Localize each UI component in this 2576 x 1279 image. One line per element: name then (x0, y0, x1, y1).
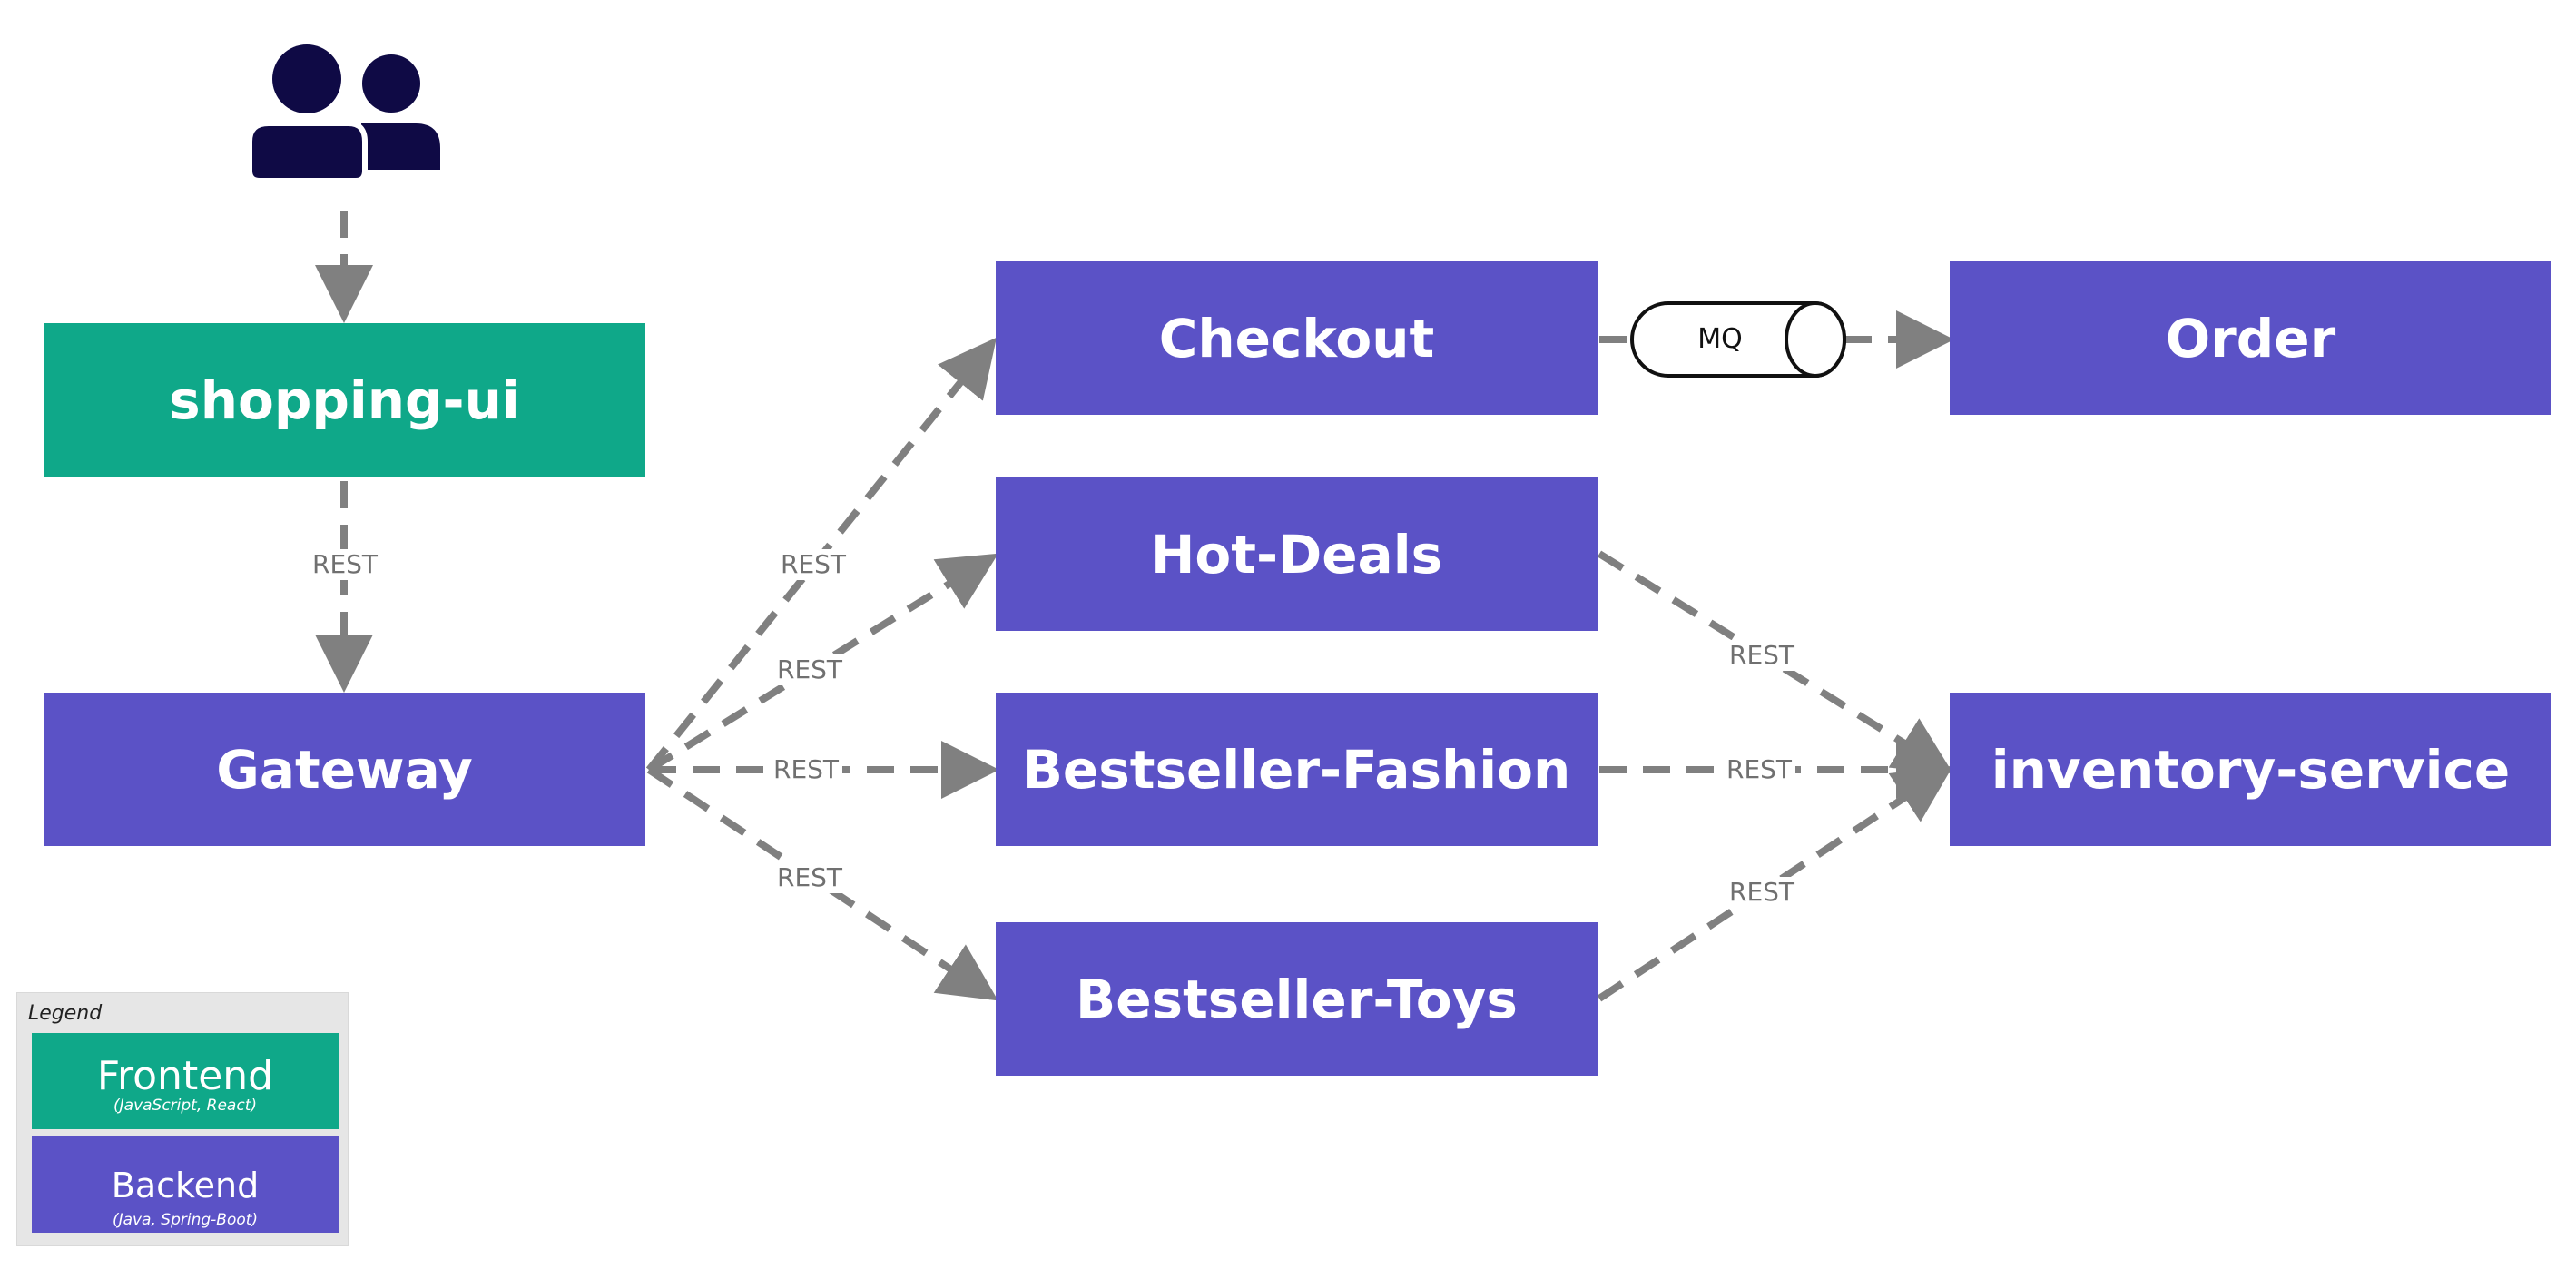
node-label: inventory-service (1991, 738, 2511, 801)
node-label: Checkout (1158, 307, 1435, 369)
legend-frontend: Frontend (JavaScript, React) (32, 1033, 339, 1129)
legend: Legend Frontend (JavaScript, React) Back… (16, 992, 349, 1246)
legend-title: Legend (28, 1002, 103, 1025)
legend-backend-label: Backend (111, 1166, 260, 1205)
node-gateway: Gateway (44, 693, 645, 846)
node-checkout: Checkout (996, 261, 1598, 415)
node-bestseller-fashion: Bestseller-Fashion (996, 693, 1598, 846)
edge-label-gw-hotdeals: REST (772, 654, 847, 685)
mq-queue-shape (1630, 301, 1846, 378)
edge-gateway-to-toys (646, 766, 998, 1001)
edge-label-gw-toys: REST (772, 862, 847, 893)
node-shopping-ui: shopping-ui (44, 323, 645, 477)
node-label: Gateway (216, 738, 473, 801)
edge-label-ui-gateway: REST (308, 549, 382, 580)
edge-label-fashion-inv: REST (1722, 754, 1796, 785)
legend-backend-tech: (Java, Spring-Boot) (112, 1211, 259, 1229)
mq-label: MQ (1697, 323, 1743, 355)
edge-label-gw-checkout: REST (776, 549, 850, 580)
node-label: Order (2165, 307, 2336, 369)
legend-backend: Backend (Java, Spring-Boot) (32, 1136, 339, 1233)
edge-label-gw-fashion: REST (769, 754, 843, 785)
node-order: Order (1950, 261, 2551, 415)
users-icon (247, 44, 440, 183)
edge-label-hotdeals-inv: REST (1725, 640, 1799, 671)
node-label: Bestseller-Toys (1076, 968, 1518, 1030)
legend-frontend-tech: (JavaScript, React) (113, 1097, 257, 1115)
node-label: shopping-ui (169, 369, 520, 431)
edge-toys-to-inventory (1597, 765, 1953, 1002)
edge-hotdeals-to-inventory (1597, 550, 1953, 774)
node-label: Hot-Deals (1150, 523, 1443, 585)
legend-frontend-label: Frontend (96, 1053, 274, 1099)
node-bestseller-toys: Bestseller-Toys (996, 922, 1598, 1076)
edge-gateway-to-hotdeals (646, 553, 998, 773)
node-label: Bestseller-Fashion (1022, 738, 1571, 801)
node-hot-deals: Hot-Deals (996, 477, 1598, 631)
node-inventory-service: inventory-service (1950, 693, 2551, 846)
edge-label-toys-inv: REST (1725, 877, 1799, 908)
